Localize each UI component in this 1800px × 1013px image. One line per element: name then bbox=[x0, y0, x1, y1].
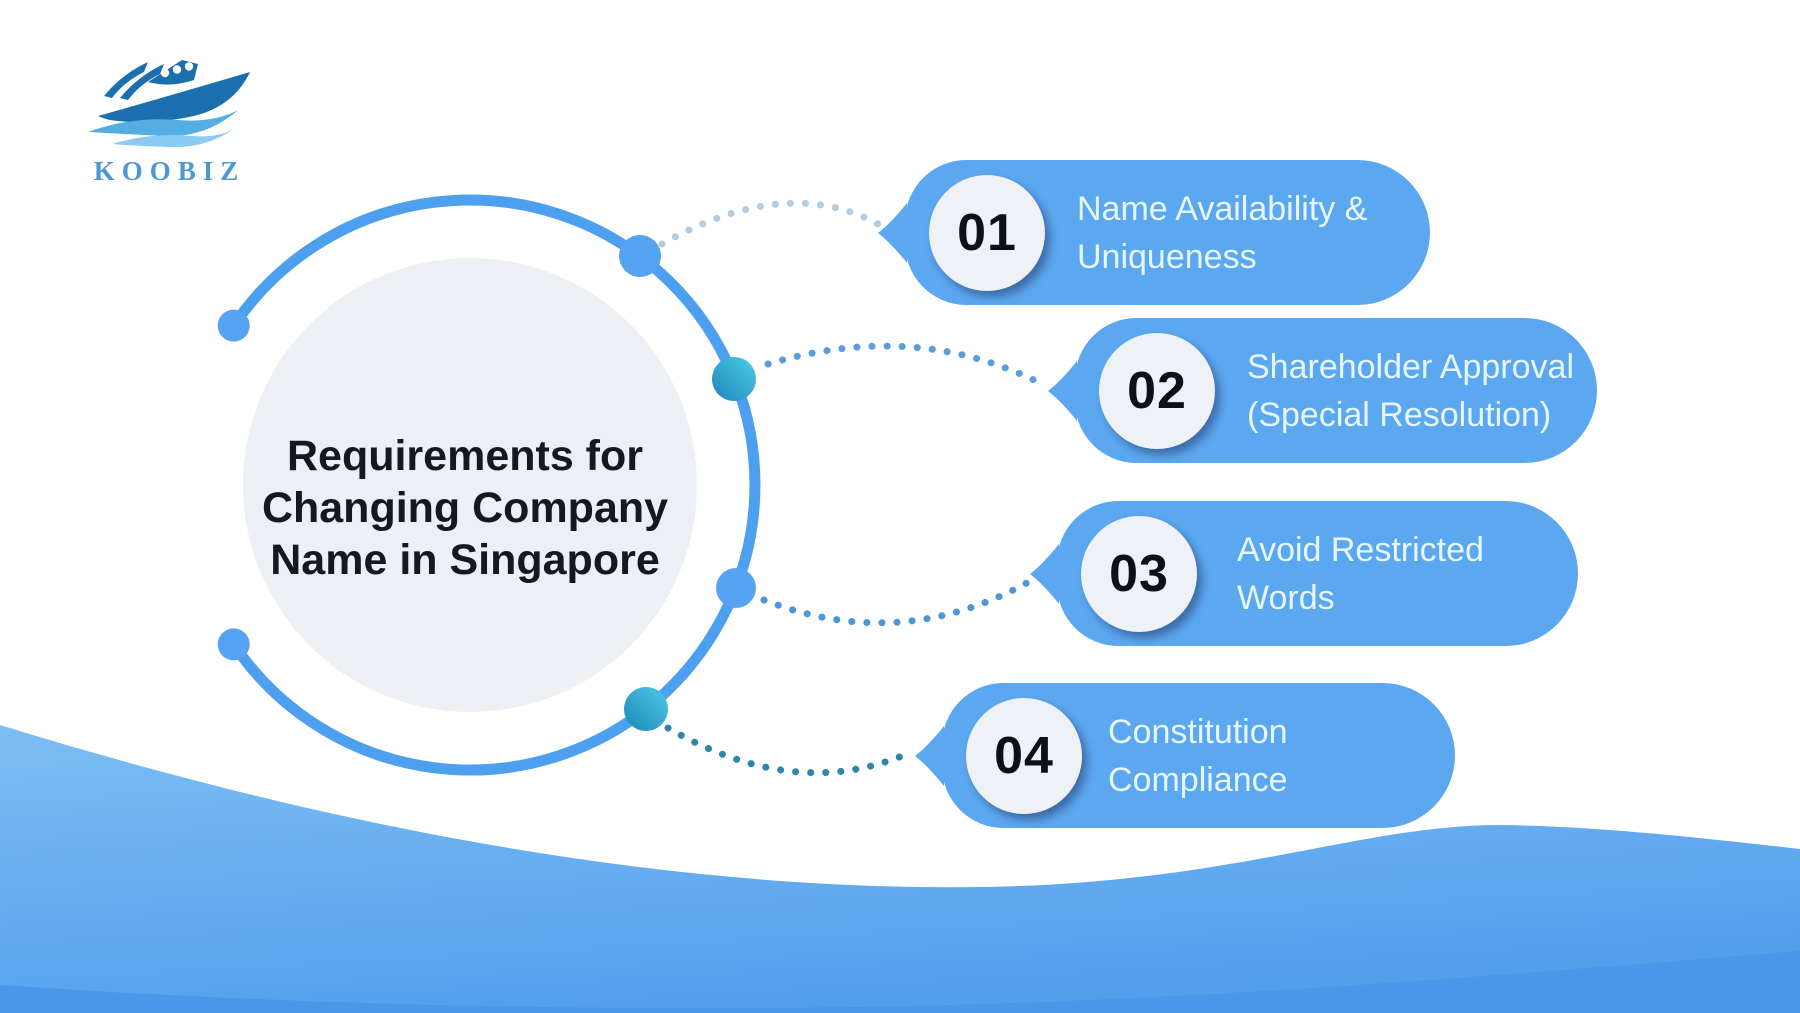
step-pill-3: 03 Avoid Restricted Words bbox=[1030, 501, 1578, 646]
ring-node-dot-2 bbox=[712, 357, 756, 401]
ship-logo-icon bbox=[88, 60, 250, 148]
ring-node-dot-4 bbox=[624, 687, 668, 731]
wave-light bbox=[0, 725, 1800, 1013]
step-label: Shareholder Approval (Special Resolution… bbox=[1247, 347, 1575, 434]
ring-node-dot-3 bbox=[716, 568, 756, 608]
step-label: Avoid Restricted Words bbox=[1237, 530, 1484, 617]
step-label: Constitution Compliance bbox=[1108, 712, 1288, 799]
connector-dotted-line-2 bbox=[764, 342, 1046, 388]
connector-dotted-line-3 bbox=[760, 576, 1036, 627]
pointer-tail-icon bbox=[1048, 360, 1077, 421]
step-label: Name Availability & Uniqueness bbox=[1077, 189, 1368, 276]
step-number-badge: 02 bbox=[1099, 332, 1215, 449]
diagram-title: Requirements for Changing Company Name i… bbox=[261, 432, 669, 584]
connector-dotted-line-4 bbox=[664, 724, 906, 777]
connector-dotted-line-1 bbox=[658, 199, 882, 248]
arc-endpoint-dot bbox=[217, 309, 250, 342]
step-pill-1: 01 Name Availability & Uniqueness bbox=[878, 160, 1430, 305]
pointer-tail-icon bbox=[878, 202, 907, 263]
step-pill-2: 02 Shareholder Approval (Special Resolut… bbox=[1048, 318, 1597, 463]
step-number-badge: 03 bbox=[1081, 515, 1197, 632]
step-number-badge: 01 bbox=[929, 174, 1045, 291]
ring-node-dot-1 bbox=[619, 235, 661, 277]
pointer-tail-icon bbox=[1030, 543, 1059, 604]
bottom-wave-decoration bbox=[0, 725, 1800, 1013]
wave-dark bbox=[0, 951, 1800, 1013]
pointer-tail-icon bbox=[915, 725, 944, 786]
center-circle bbox=[243, 258, 697, 712]
brand-name: KOOBIZ bbox=[93, 156, 246, 186]
step-number-badge: 04 bbox=[966, 697, 1082, 814]
logo: KOOBIZ bbox=[62, 52, 277, 187]
arc-endpoint-dot bbox=[217, 628, 250, 661]
step-pill-4: 04 Constitution Compliance bbox=[915, 683, 1455, 828]
ring-arc bbox=[228, 194, 761, 776]
